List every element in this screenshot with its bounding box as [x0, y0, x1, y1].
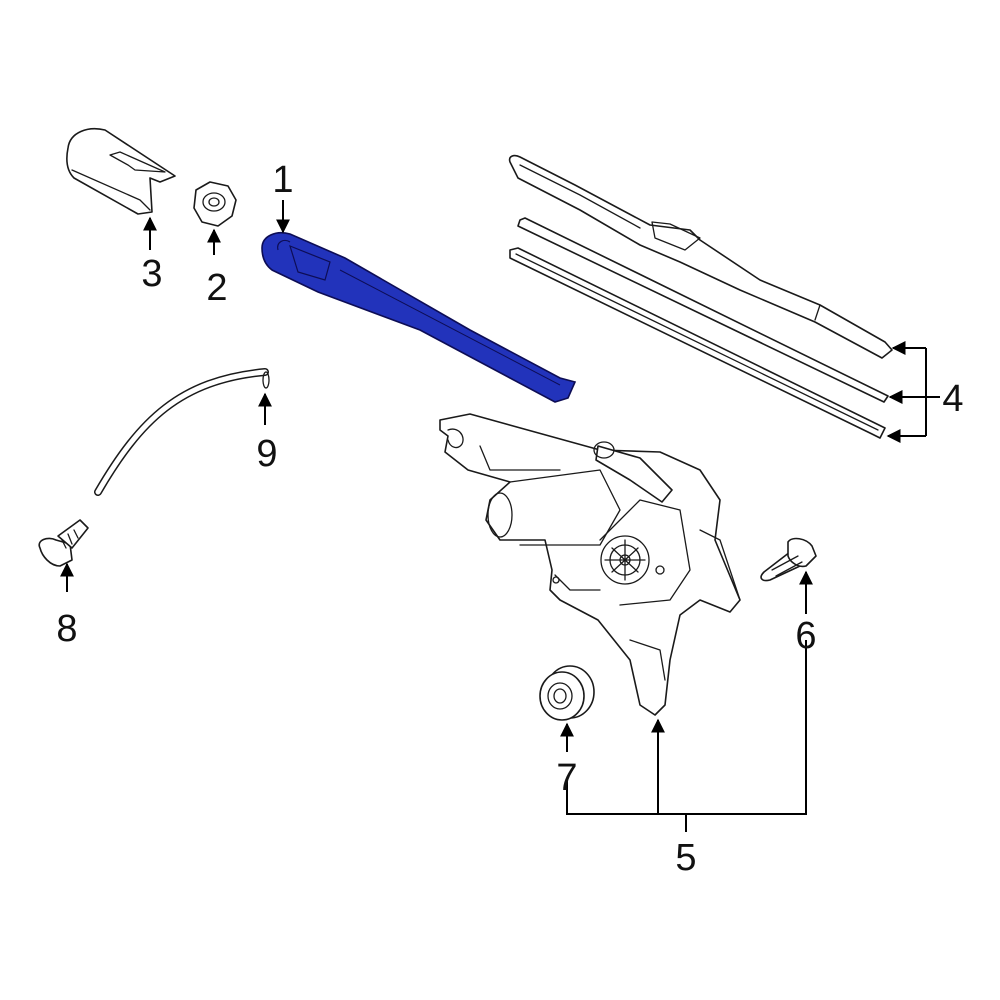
callout-7: 7	[556, 757, 577, 799]
part-5-wiper-motor[interactable]	[439, 413, 741, 716]
part-8-grommet[interactable]	[38, 519, 89, 567]
part-2-nut[interactable]	[193, 181, 237, 227]
callout-9: 9	[256, 433, 277, 475]
callout-1: 1	[272, 159, 293, 201]
part-4-blade-refill-lower[interactable]	[509, 247, 886, 439]
part-7-grommet[interactable]	[539, 665, 595, 721]
part-3-arm-cap[interactable]	[66, 128, 176, 215]
callout-8: 8	[56, 608, 77, 650]
callout-2: 2	[206, 267, 227, 309]
part-1-wiper-arm[interactable]	[261, 232, 577, 403]
leader-lines	[60, 200, 940, 832]
callout-5: 5	[675, 837, 696, 879]
part-4-wiper-blade[interactable]	[508, 154, 893, 359]
part-6-bolt[interactable]	[760, 537, 817, 582]
callout-3: 3	[141, 253, 162, 295]
part-4-blade-refill-upper[interactable]	[517, 217, 889, 403]
callout-6: 6	[795, 615, 816, 657]
callout-4: 4	[942, 378, 963, 420]
callout-labels: 1 2 3 4 5 6 7 8 9	[56, 159, 963, 879]
part-9-washer-hose[interactable]	[94, 368, 270, 496]
